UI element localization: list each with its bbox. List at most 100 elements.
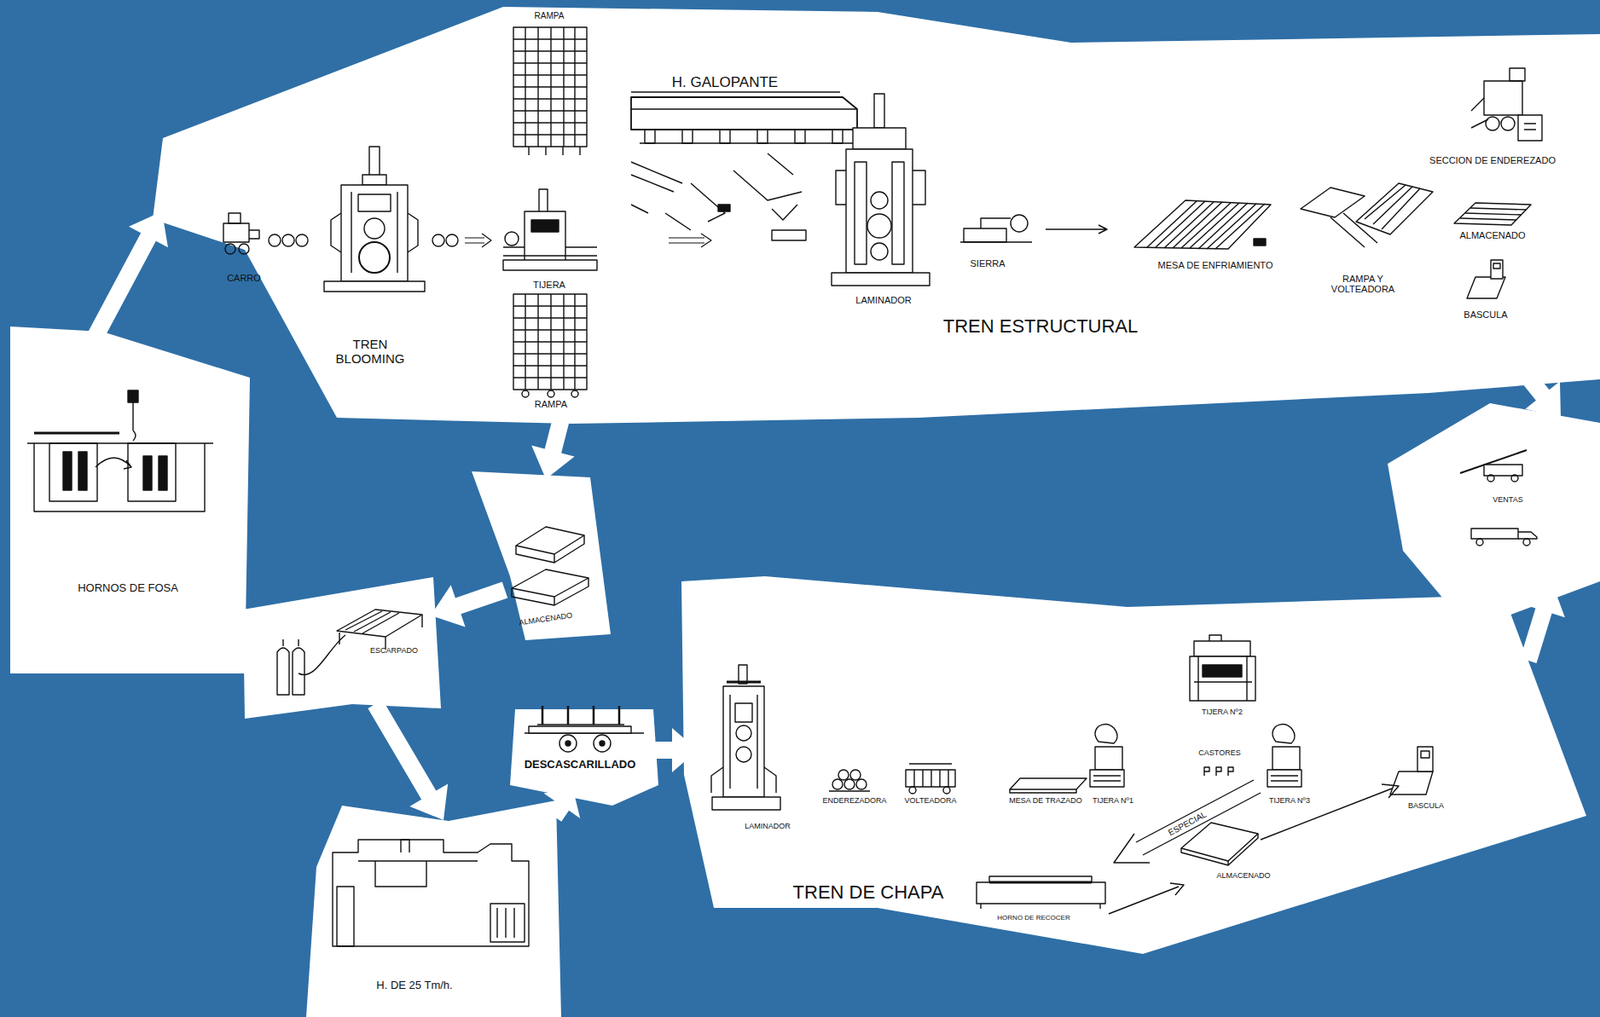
ingot-car-sketch bbox=[249, 230, 260, 239]
cooling-bed-sketch bbox=[1147, 201, 1265, 250]
area-title: TREN BLOOMING bbox=[327, 337, 413, 366]
leveller-sketch bbox=[828, 790, 870, 792]
rolling-stand-sketch bbox=[854, 162, 867, 265]
ramp-grid-sketch bbox=[513, 27, 587, 147]
shear-sketch bbox=[1267, 724, 1302, 788]
flow-arrow bbox=[1519, 583, 1565, 664]
annealing-furnace-sketch bbox=[989, 881, 1092, 885]
flow-arrow bbox=[543, 789, 580, 823]
reheating-furnace-sketch bbox=[332, 840, 529, 947]
blooming-mill-sketch bbox=[341, 185, 408, 282]
blooming-mill-sketch bbox=[324, 281, 425, 292]
rolling-stand-sketch bbox=[831, 93, 930, 286]
straightening-machine-sketch bbox=[1471, 98, 1489, 128]
ramp-grid-sketch bbox=[513, 39, 587, 135]
area-shape bbox=[1387, 403, 1600, 631]
plate-mill-sketch bbox=[723, 686, 765, 798]
scale-sketch bbox=[1466, 277, 1506, 299]
roller-table-sketch bbox=[268, 234, 458, 247]
truck-sketch bbox=[1460, 450, 1527, 482]
annealing-furnace-sketch bbox=[980, 904, 1101, 910]
area-shape bbox=[471, 471, 611, 641]
shear-sketch bbox=[524, 211, 566, 261]
area-title: DESCASCARILLADO bbox=[524, 759, 637, 772]
plate-mill-sketch bbox=[736, 725, 752, 742]
scarfing-sketch bbox=[339, 614, 423, 650]
walking-beam-furnace-sketch bbox=[631, 97, 858, 130]
area-title: HORNOS DE FOSA bbox=[77, 582, 179, 595]
scarfing-sketch bbox=[283, 639, 299, 647]
area-title: ESCARPADO bbox=[370, 647, 418, 656]
shear-sketch bbox=[1267, 770, 1302, 788]
soaking-pit-sketch bbox=[158, 456, 168, 491]
soaking-pit-sketch bbox=[34, 432, 120, 435]
special-route-arrow bbox=[1113, 780, 1261, 864]
shear-sketch bbox=[1089, 770, 1125, 788]
process-area: ALMACENADO bbox=[471, 471, 611, 641]
descaling-sketch bbox=[565, 741, 571, 747]
area-outline bbox=[681, 576, 1587, 955]
press-shear-sketch bbox=[1209, 635, 1222, 642]
guide-table-sketch bbox=[771, 204, 798, 221]
truck-sketch bbox=[1511, 475, 1519, 482]
flow-arrow bbox=[1045, 225, 1108, 234]
scarfing-sketch bbox=[292, 648, 305, 696]
area-outline bbox=[152, 6, 1600, 424]
transfer-chute-sketch bbox=[718, 204, 731, 212]
turnover-ramp-sketch bbox=[1300, 183, 1433, 248]
shear-sketch bbox=[504, 231, 519, 246]
walking-beam-furnace-sketch bbox=[639, 142, 853, 144]
straightening-machine-sketch bbox=[1509, 68, 1525, 82]
rolling-stand-sketch bbox=[870, 243, 888, 261]
soaking-pit-sketch bbox=[27, 390, 214, 512]
storage-stack-sketch bbox=[1460, 208, 1527, 221]
annealing-furnace-sketch bbox=[976, 876, 1106, 910]
leveller-sketch bbox=[832, 779, 843, 790]
leveller-sketch bbox=[844, 779, 855, 790]
walking-beam-furnace-sketch bbox=[757, 129, 768, 144]
truck-sketch bbox=[1476, 539, 1484, 546]
blooming-mill-sketch bbox=[369, 146, 380, 178]
walking-beam-furnace-sketch bbox=[832, 129, 843, 144]
plate-stack-sketch bbox=[1181, 834, 1258, 866]
soaking-pit-sketch bbox=[127, 390, 139, 403]
plate-mill-sketch bbox=[735, 703, 753, 723]
rolling-stand-sketch bbox=[852, 127, 906, 150]
soaking-pit-sketch bbox=[49, 443, 98, 502]
soaking-pit-sketch bbox=[143, 456, 152, 491]
shear-sketch bbox=[1272, 747, 1300, 771]
walking-beam-furnace-sketch bbox=[682, 129, 693, 144]
blooming-mill-sketch bbox=[358, 194, 391, 212]
area-title: TREN ESTRUCTURAL bbox=[943, 316, 1139, 337]
reheating-furnace-sketch bbox=[336, 886, 354, 947]
blooming-mill-sketch bbox=[359, 242, 390, 273]
press-shear-sketch bbox=[1194, 656, 1253, 702]
ramp-grid-sketch bbox=[528, 146, 580, 156]
reheating-furnace-sketch bbox=[497, 908, 515, 939]
walking-beam-furnace-sketch bbox=[631, 108, 858, 110]
ramp-grid-sketch bbox=[571, 390, 579, 398]
process-area: HORNOS DE FOSA bbox=[10, 326, 250, 674]
plate-mill-sketch bbox=[738, 665, 748, 685]
descaling-sketch bbox=[593, 735, 611, 753]
scarfing-sketch bbox=[345, 611, 400, 634]
marking-table-sketch bbox=[1009, 778, 1087, 794]
truck-sketch bbox=[1471, 528, 1537, 546]
guide-table-sketch bbox=[771, 230, 806, 241]
plate-stack-sketch bbox=[1181, 823, 1258, 866]
reheating-furnace-sketch bbox=[332, 840, 529, 947]
roller-table-sketch bbox=[295, 234, 308, 247]
flow-arrow bbox=[531, 404, 574, 480]
ingot-car-sketch bbox=[238, 243, 250, 255]
leveller-sketch bbox=[838, 770, 849, 781]
area-outline bbox=[10, 326, 250, 674]
flow-arrow bbox=[464, 233, 492, 248]
press-shear-sketch bbox=[1202, 665, 1242, 678]
turnover-sketch bbox=[943, 787, 951, 795]
guide-table-sketch bbox=[771, 204, 806, 241]
scale-sketch bbox=[1490, 260, 1503, 279]
shear-sketch bbox=[503, 260, 598, 271]
process-area: VENTAS bbox=[1387, 403, 1600, 631]
rolling-stand-sketch bbox=[892, 162, 905, 265]
